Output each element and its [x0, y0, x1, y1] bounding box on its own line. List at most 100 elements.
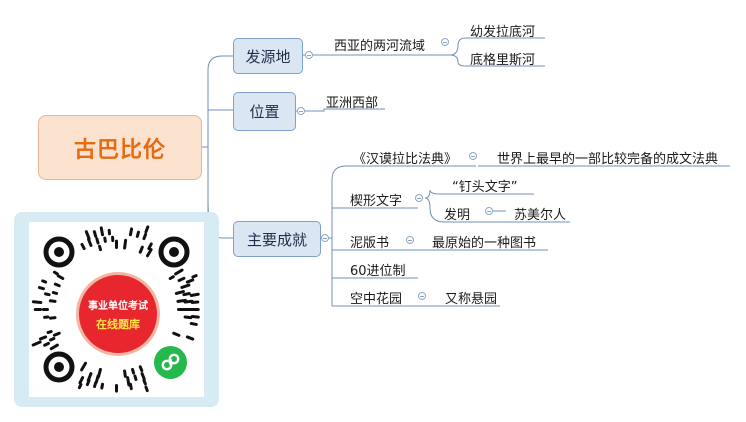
root-topic[interactable]: 古巴比伦 [38, 115, 202, 180]
qr-dot [53, 282, 61, 288]
qr-dot [103, 236, 107, 243]
qr-dot [77, 382, 83, 390]
qr-dot [177, 276, 186, 283]
qr-dot [174, 290, 185, 295]
qr-dot [44, 292, 51, 297]
topic-code-desc[interactable]: 世界上最早的一部比较完备的成文法典 [497, 152, 719, 167]
qr-dot [49, 343, 59, 351]
qr-dot [123, 238, 128, 250]
qr-dot [189, 292, 200, 298]
topic-cuneiform-alias[interactable]: “钉头文字” [452, 180, 518, 195]
connector [449, 54, 545, 67]
collapse-toggle-icon[interactable] [418, 292, 426, 300]
topic-invent[interactable]: 发明 [444, 208, 471, 223]
topic-west-asia[interactable]: 亚洲西部 [326, 96, 379, 111]
qr-dot [46, 330, 53, 335]
qr-dot [80, 361, 87, 372]
qr-dot [92, 230, 98, 238]
qr-dot [189, 321, 198, 326]
collapse-toggle-icon[interactable] [441, 38, 449, 46]
qr-dot [99, 226, 105, 237]
topic-code-hammurabi[interactable]: 《汉谟拉比法典》 [353, 152, 458, 167]
qr-dot [31, 340, 42, 347]
topic-clay-tablet[interactable]: 泥版书 [350, 236, 390, 251]
collapse-toggle-icon[interactable] [469, 152, 477, 160]
qr-dot [48, 336, 56, 342]
qr-dot [190, 315, 200, 319]
topic-garden-alias[interactable]: 又称悬园 [445, 292, 498, 307]
qr-dot [144, 225, 150, 234]
topic-achievements-label: 主要成就 [246, 230, 307, 249]
topic-sumerians[interactable]: 苏美尔人 [514, 208, 567, 223]
qr-dot [51, 291, 59, 295]
collapse-toggle-icon[interactable] [321, 234, 329, 242]
connector [424, 197, 570, 223]
topic-two-rivers[interactable]: 西亚的两河流域 [334, 39, 426, 54]
topic-cuneiform[interactable]: 楔形文字 [350, 194, 403, 209]
topic-hanging-gardens[interactable]: 空中花园 [350, 292, 403, 307]
qr-dot [52, 270, 59, 276]
qr-dot [52, 331, 61, 337]
qr-finder-dot [169, 247, 179, 257]
collapse-toggle-icon[interactable] [406, 236, 414, 244]
qr-center-badge: 事业单位考试 在线题库 [76, 272, 160, 356]
qr-dot [31, 300, 43, 304]
collapse-toggle-icon[interactable] [297, 107, 305, 115]
qr-dot [142, 378, 147, 386]
connector [207, 55, 233, 220]
qr-dot [133, 374, 138, 381]
qr-dot [138, 245, 144, 254]
topic-location[interactable]: 位置 [233, 92, 296, 131]
mini-program-icon [154, 346, 187, 379]
connector [424, 189, 534, 199]
root-topic-label: 古巴比伦 [73, 137, 166, 163]
qr-dot [80, 242, 86, 251]
connector [331, 165, 476, 306]
qr-dot [138, 365, 144, 373]
qr-dot [100, 382, 105, 390]
topic-origin[interactable]: 发源地 [233, 38, 303, 74]
qr-dot [85, 378, 91, 387]
qr-dot [146, 248, 153, 258]
qr-dot [168, 275, 175, 280]
collapse-toggle-icon[interactable] [485, 207, 493, 215]
qr-dot [190, 300, 200, 304]
qr-dot [147, 242, 153, 251]
qr-dot [38, 335, 48, 341]
topic-base-60[interactable]: 60进位制 [350, 264, 406, 279]
topic-clay-tablet-desc[interactable]: 最原始的一种图书 [432, 236, 537, 251]
qr-dot [95, 237, 100, 245]
qr-dot [48, 299, 57, 303]
qr-dot [78, 376, 85, 385]
qr-dot [94, 374, 100, 384]
qr-dot [128, 227, 134, 237]
topic-euphrates[interactable]: 幼发拉底河 [470, 25, 536, 40]
connector [305, 108, 385, 112]
qr-dot [123, 369, 127, 378]
qr-dot [41, 279, 48, 284]
qr-dot [126, 376, 131, 387]
qr-dot [37, 286, 45, 291]
qr-dot [98, 244, 102, 252]
qr-dot [174, 268, 184, 276]
qr-dot [135, 230, 140, 238]
qr-finder-dot [54, 362, 64, 372]
qr-dot [131, 367, 136, 375]
collapse-toggle-icon[interactable] [415, 194, 423, 202]
topic-tigris[interactable]: 底格里斯河 [470, 53, 536, 68]
connector [449, 37, 545, 56]
collapse-toggle-icon[interactable] [305, 51, 313, 59]
qr-finder-ring [158, 236, 190, 268]
topic-location-label: 位置 [249, 103, 280, 121]
topic-achievements[interactable]: 主要成就 [233, 221, 321, 257]
qr-dot [56, 274, 65, 280]
qr-dot [140, 372, 146, 381]
qr-dot [191, 274, 198, 279]
qr-dot [185, 278, 195, 284]
qr-finder-ring [43, 351, 75, 383]
qr-dot [176, 298, 188, 303]
qr-badge-line2: 在线题库 [96, 317, 140, 331]
qr-dot [180, 283, 191, 289]
qr-dot [172, 331, 181, 337]
